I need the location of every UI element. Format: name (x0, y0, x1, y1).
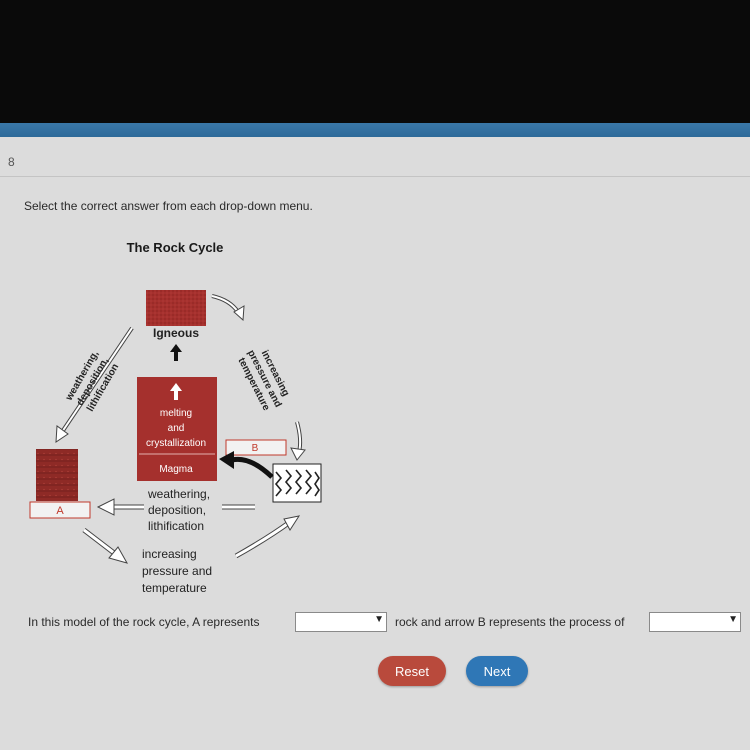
magma-process-line2: and (168, 423, 185, 434)
sedimentary-rock-block (36, 449, 78, 501)
header-divider (0, 176, 750, 177)
igneous-label: Igneous (153, 326, 199, 340)
center-process-line2: deposition, (148, 503, 206, 517)
center-process-line1: weathering, (147, 487, 210, 501)
label-a-box (29, 501, 91, 519)
answer-a-dropdown[interactable]: ▼ (295, 612, 387, 632)
diagram-title: The Rock Cycle (127, 240, 224, 255)
center-process-backdrop (144, 486, 222, 538)
chevron-down-icon: ▼ (374, 614, 384, 625)
up-arrow-icon (170, 383, 182, 400)
bottom-process-line1: increasing (142, 547, 197, 561)
up-arrow-icon (170, 344, 182, 361)
question-number: 8 (8, 155, 15, 169)
bottom-right-arrow-icon (234, 515, 301, 559)
question-text-part2: rock and arrow B represents the process … (395, 615, 625, 629)
magma-process-line3: crystallization (146, 438, 206, 449)
instructions: Select the correct answer from each drop… (24, 199, 313, 213)
left-cycle-arrow-icon (55, 326, 134, 443)
arrow-b-icon (219, 451, 274, 479)
metamorphic-rock-block (272, 463, 322, 503)
chevron-down-icon: ▼ (728, 614, 738, 625)
reset-button[interactable]: Reset (378, 656, 446, 686)
magma-label: Magma (159, 464, 193, 475)
question-text-part1: In this model of the rock cycle, A repre… (28, 615, 260, 629)
window-top-bar (0, 123, 750, 137)
rock-cycle-diagram: The Rock Cycle Igneous melting and cryst… (29, 240, 322, 595)
label-b-box (225, 439, 287, 456)
right-cycle-arrow-icon (211, 294, 306, 461)
right-arc-text: increasing pressure and temperature (236, 348, 292, 413)
igneous-rock-block (146, 290, 206, 326)
center-process-line3: lithification (148, 519, 204, 533)
answer-b-dropdown[interactable]: ▼ (649, 612, 741, 632)
question-screen (0, 137, 750, 750)
next-button[interactable]: Next (466, 656, 528, 686)
label-b: B (252, 443, 259, 454)
bottom-process-line2: pressure and (142, 564, 212, 578)
bottom-process-line3: temperature (142, 581, 207, 595)
bottom-left-arrow-icon (82, 528, 129, 564)
label-a: A (56, 505, 64, 517)
magma-process-line1: melting (160, 408, 192, 419)
